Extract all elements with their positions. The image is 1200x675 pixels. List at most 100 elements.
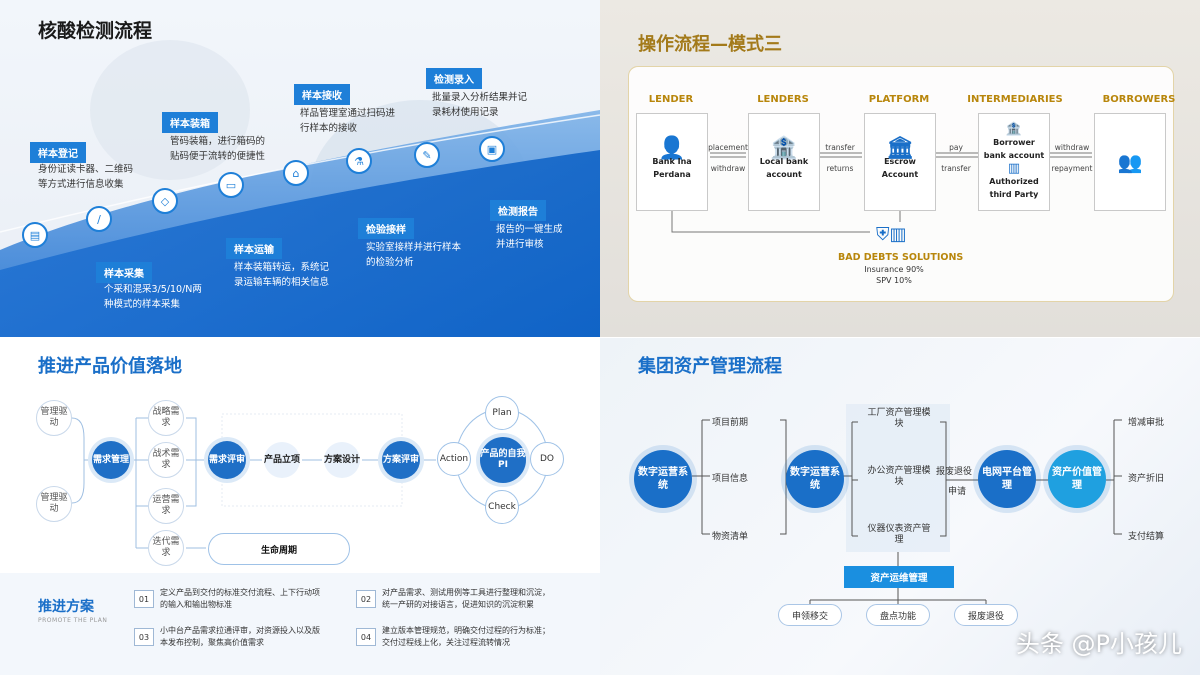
pdca-check-node: Check (485, 490, 519, 524)
document-icon: ▥ (1007, 160, 1021, 176)
digital-ops-node: 数字运营系统 (786, 450, 844, 508)
flow-step-node: 方案设计 (324, 442, 360, 478)
flow-step-node: 需求评审 (208, 441, 246, 479)
microscope-icon: ⚗ (346, 148, 372, 174)
arrow-label: transfer (941, 164, 971, 173)
demand-type-node: 迭代需求 (148, 530, 184, 566)
pdca-center-node: 产品的自我PI (480, 437, 526, 483)
module-label: 办公资产管理模块 (867, 466, 931, 487)
lifecycle-pill: 生命周期 (208, 533, 350, 565)
demand-type-node: 战略需求 (148, 400, 184, 436)
plan-text: 建立版本管理规范，明确交付过程的行为标准；交付过程线上化，关注过程流转情况 (382, 626, 550, 647)
flow-step-node: 方案评审 (382, 441, 420, 479)
asset-ops-label: 资产运维管理 (844, 566, 954, 588)
step-desc: 批量录入分析结果并记录耗材使用记录 (432, 92, 528, 118)
plan-band (0, 573, 600, 675)
page-title: 推进产品价值落地 (38, 356, 182, 377)
step-tag: 检测录入 (426, 68, 482, 89)
swab-icon: ∕ (86, 206, 112, 232)
insurance-icon: ⛨▥ (876, 224, 907, 245)
driver-node: 管理驱动 (36, 400, 72, 436)
column-header: BORROWERS (1102, 94, 1176, 105)
bank-icon: 🏦 (1005, 121, 1023, 137)
truck-icon: ▭ (218, 172, 244, 198)
step-desc: 个采和混采3/5/10/N两种模式的样本采集 (104, 284, 202, 310)
branch-label: 支付结算 (1128, 532, 1165, 542)
demand-type-node: 战术需求 (148, 442, 184, 478)
box-icon: ◇ (152, 188, 178, 214)
product-value-panel: 推进产品价值落地 管理驱动 管理驱动 需求管理 战略需求 战术需求 运营需求 迭… (0, 338, 600, 675)
operation-flow-panel: 操作流程—模式三 LENDER LENDERS PLATFORM INTERME… (600, 0, 1200, 337)
module-label: 仪器仪表资产管理 (867, 524, 931, 545)
step-tag: 样本装箱 (162, 112, 218, 133)
watermark: 头条 @P小孩儿 (1015, 630, 1182, 658)
arrow-label: withdraw (1054, 143, 1090, 152)
bad-debts-line: Insurance 90% (864, 265, 924, 274)
pdca-do-node: DO (530, 442, 564, 476)
plan-text: 小中台产品需求拉通评审，对资源投入以及版本发布控制，聚焦高价值需求 (160, 626, 320, 647)
step-desc: 管码装箱，进行箱码的贴码便于流转的便捷性 (170, 136, 266, 162)
branch-label: 物资清单 (712, 532, 749, 542)
plan-text: 定义产品到交付的标准交付流程、上下行动项的输入和输出物标准 (160, 588, 320, 609)
grid-platform-node: 电网平台管理 (978, 450, 1036, 508)
plan-title: 推进方案 (38, 599, 94, 615)
column-header: LENDERS (757, 94, 809, 105)
step-desc: 实验室接样并进行样本的检验分析 (366, 242, 462, 268)
plan-subtitle: PROMOTE THE PLAN (38, 617, 108, 624)
arrow-label: repayment (1051, 164, 1093, 173)
column-header: PLATFORM (868, 94, 930, 105)
demand-mgmt-node: 需求管理 (92, 441, 130, 479)
branch-label: 增减审批 (1128, 418, 1165, 428)
step-tag: 样本接收 (294, 84, 350, 105)
step-tag: 样本登记 (30, 142, 86, 163)
step-tag: 样本采集 (96, 262, 152, 283)
demand-type-node: 运营需求 (148, 488, 184, 524)
step-desc: 样本装箱转运，系统记录运输车辆的相关信息 (234, 262, 330, 288)
plan-number: 02 (356, 590, 376, 608)
step-tag: 检测报告 (490, 200, 546, 221)
step-desc: 样品管理室通过扫码进行样本的接收 (300, 108, 396, 134)
branch-label: 项目信息 (712, 474, 749, 484)
institution-icon: 🏛 (886, 136, 914, 161)
borrowers-box: 👥 (1094, 113, 1166, 211)
entry-icon: ✎ (414, 142, 440, 168)
digital-ops-node: 数字运营系统 (634, 450, 692, 508)
asset-value-node: 资产价值管理 (1048, 450, 1106, 508)
page-title: 操作流程—模式三 (638, 34, 782, 55)
step-tag: 检验接样 (358, 218, 414, 239)
bank-icon: 🏦 (770, 136, 798, 161)
step-desc: 报告的一键生成并进行审核 (496, 224, 563, 250)
plan-text: 对产品需求、测试用例等工具进行整理和沉淀，统一产研的对接语言，促进知识的沉淀积累 (382, 588, 550, 609)
person-icon: 👤 (658, 136, 686, 161)
arrow-label: placement (708, 143, 748, 152)
pdca-action-node: Action (437, 442, 471, 476)
q4-connectors (692, 404, 1122, 606)
step-desc: 身份证读卡器、二维码等方式进行信息收集 (38, 164, 134, 190)
branch-label: 资产折旧 (1128, 474, 1165, 484)
link-label: 报废退役 (936, 467, 973, 477)
bad-debts-title: BAD DEBTS SOLUTIONS (838, 252, 964, 263)
arrow-label: transfer (825, 143, 855, 152)
plan-number: 03 (134, 628, 154, 646)
asset-mgmt-panel: 集团资产管理流程 数字运营系统 项目前期 项目信息 物资清单 数字运营系统 工厂… (600, 338, 1200, 675)
nucleic-test-flow-panel: 核酸检测流程 ▤ ∕ ◇ ▭ ⌂ ⚗ ✎ ▣ 样本登记 身份证读卡器、二维码等方… (0, 0, 600, 337)
plan-number: 04 (356, 628, 376, 646)
ops-branch: 申领移交 (778, 604, 842, 626)
bad-debts-line: SPV 10% (876, 276, 912, 285)
driver-node: 管理驱动 (36, 486, 72, 522)
arrow-label: withdraw (710, 164, 746, 173)
q2-connectors (671, 152, 1092, 233)
branch-label: 项目前期 (712, 418, 749, 428)
report-icon: ▣ (479, 136, 505, 162)
inbox-icon: ⌂ (283, 160, 309, 186)
group-icon: 👥 (1117, 150, 1143, 174)
column-header: LENDER (648, 94, 694, 105)
column-header: INTERMEDIARIES (967, 94, 1063, 105)
arrow-label: pay (949, 143, 963, 152)
ops-branch: 报废退役 (954, 604, 1018, 626)
step-tag: 样本运输 (226, 238, 282, 259)
register-icon: ▤ (22, 222, 48, 248)
